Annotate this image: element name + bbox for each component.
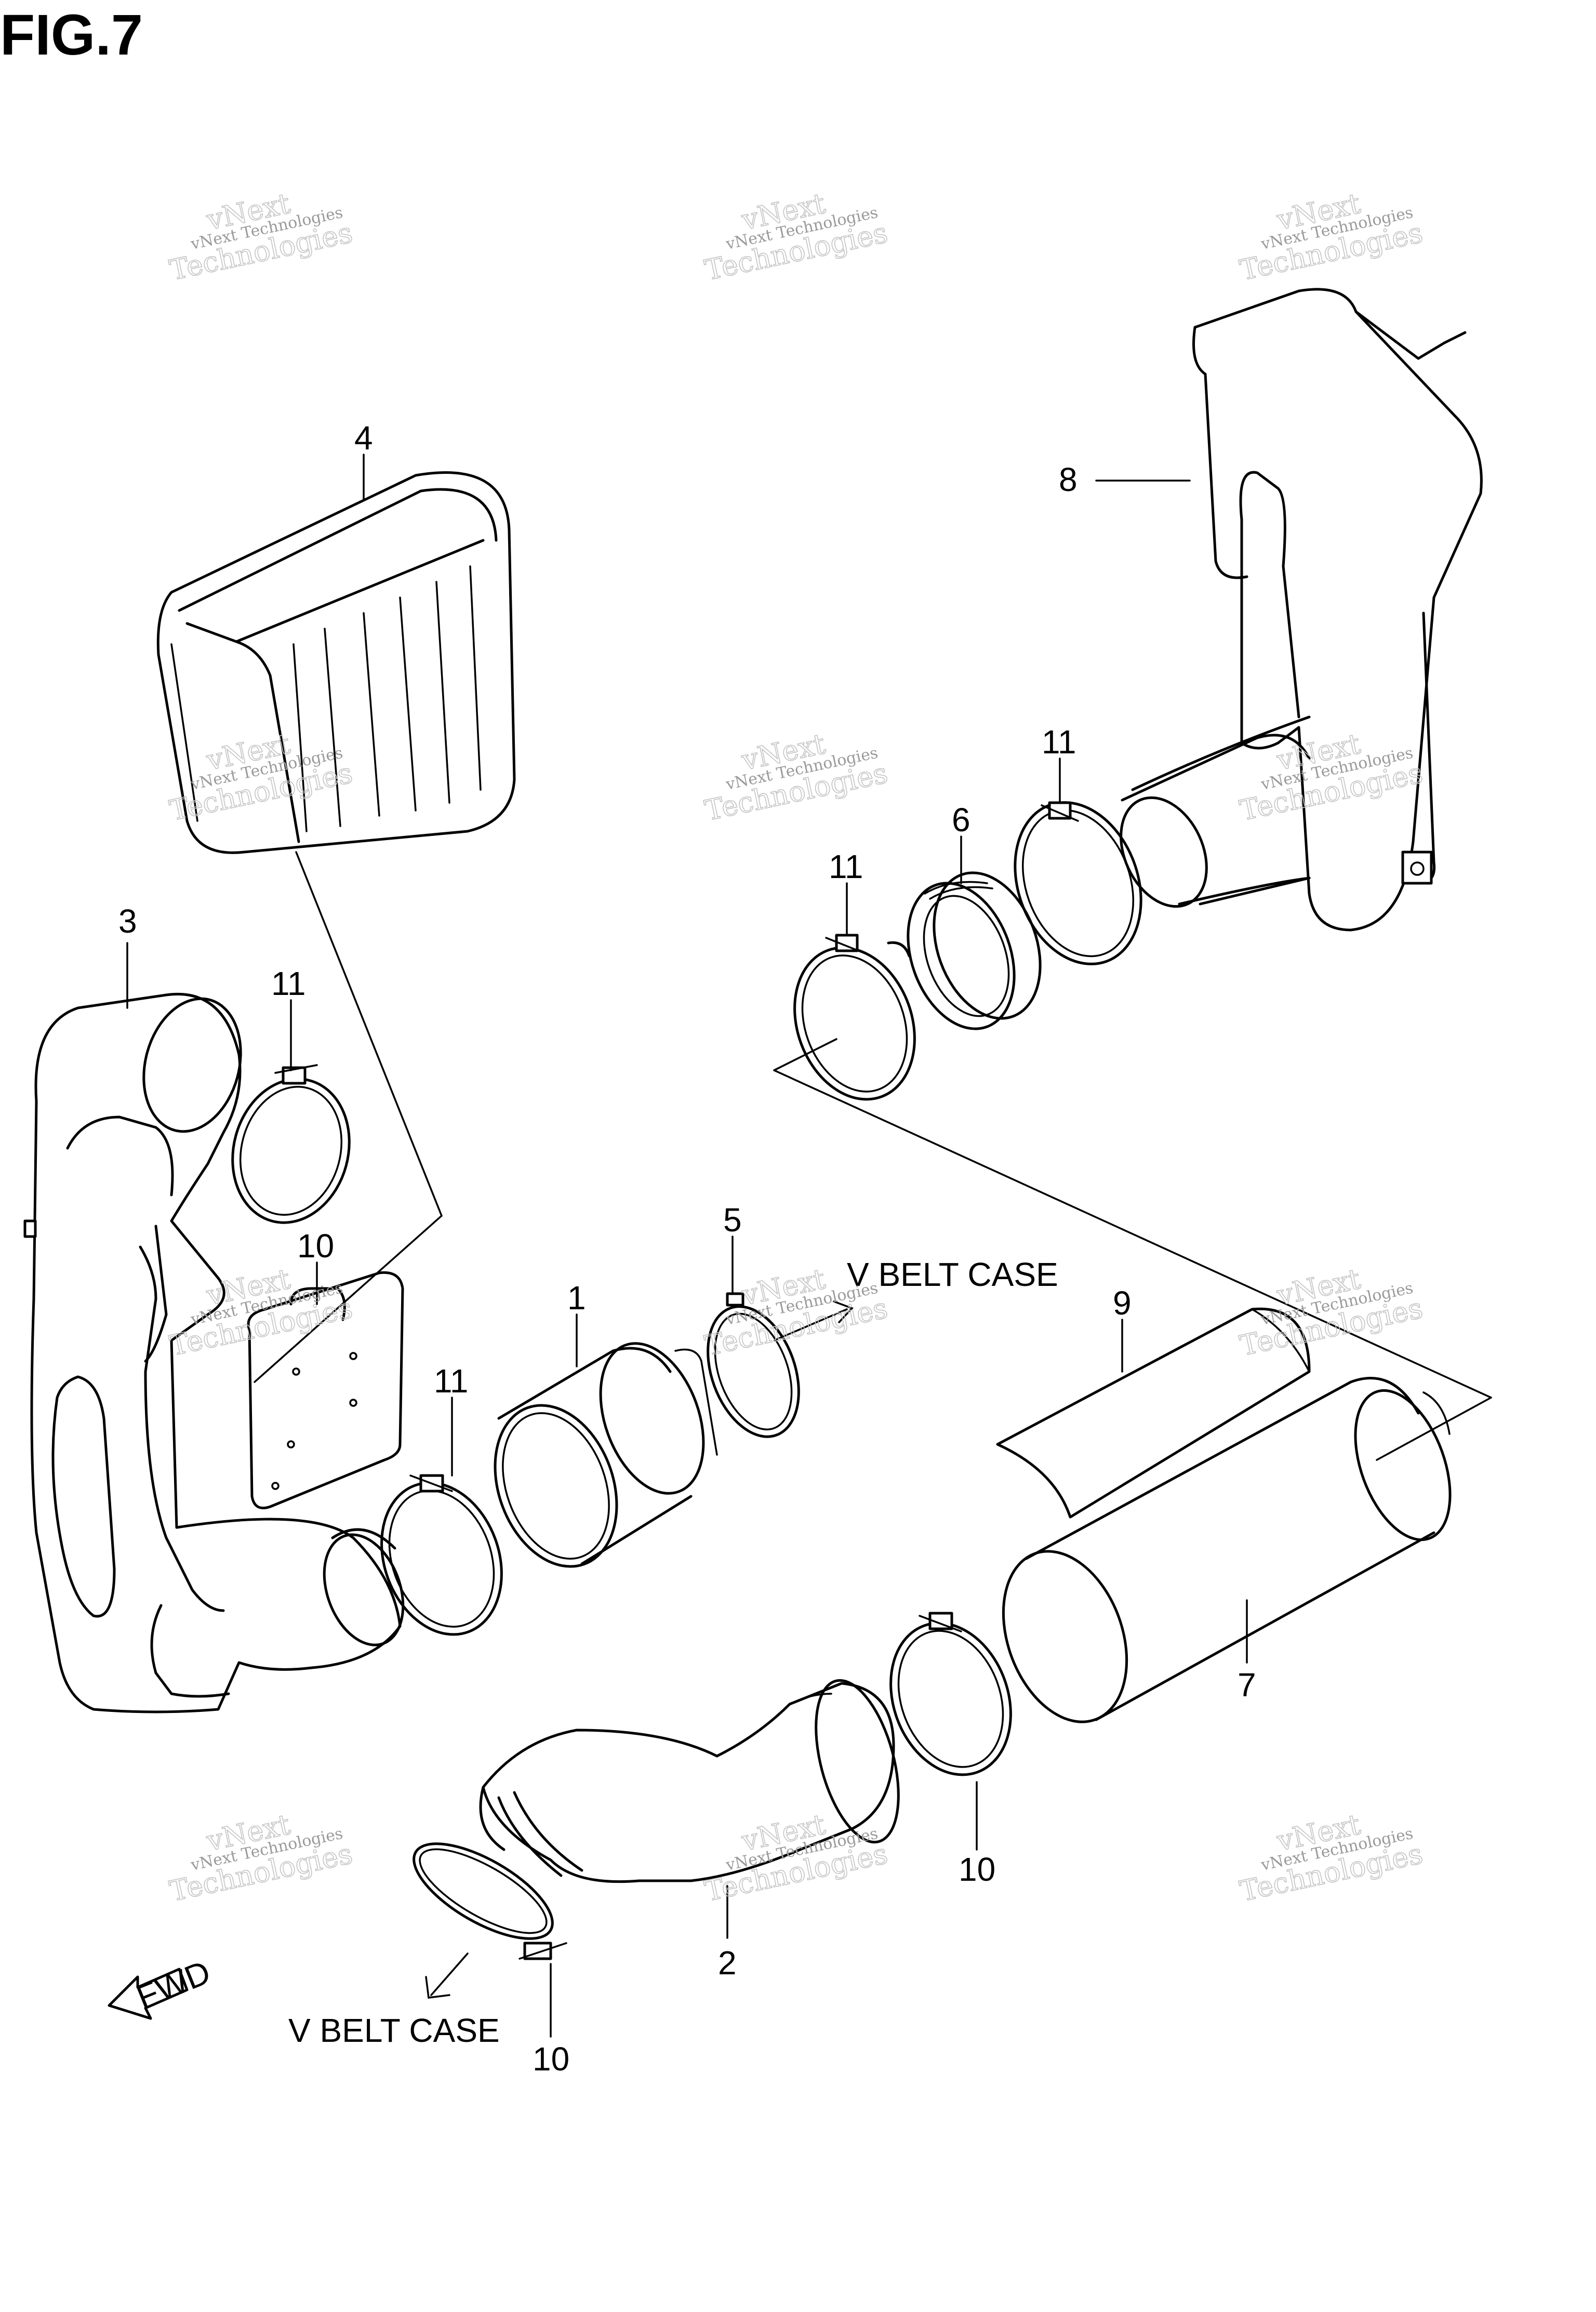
part-10-flap-left [247, 1271, 404, 1509]
part-3-intake-duct [23, 993, 405, 1713]
part-11-clamp-upper-right [1014, 801, 1142, 965]
label-part-11-left-bottom: 11 [434, 1362, 468, 1400]
label-part-10-bottom: 10 [533, 2040, 569, 2078]
label-part-5: 5 [723, 1201, 742, 1239]
label-part-1: 1 [567, 1279, 586, 1317]
label-part-9: 9 [1113, 1284, 1132, 1322]
fwd-label: FWD [131, 1953, 216, 2016]
label-part-8: 8 [1059, 461, 1078, 498]
part-6-coupling [907, 871, 1042, 1030]
part-2-elbow-duct [479, 1679, 900, 1883]
part-1-sleeve [494, 1342, 718, 1568]
part-11-clamp-left-top [231, 1064, 351, 1224]
v-belt-case-arrows [425, 1300, 854, 1999]
part-10-clamp-right [889, 1612, 1012, 1776]
label-part-4: 4 [354, 419, 373, 457]
label-part-7: 7 [1238, 1666, 1256, 1704]
figure-title: FIG.7 [0, 3, 143, 67]
fwd-arrow-icon: FWD [108, 1953, 216, 2020]
label-part-10-flap: 10 [297, 1227, 334, 1265]
label-part-2: 2 [718, 1944, 737, 1982]
leader-lines [126, 454, 1248, 2038]
label-part-3: 3 [118, 902, 137, 940]
label-part-11-upper-middle: 11 [829, 848, 863, 885]
label-part-11-upper-right: 11 [1042, 723, 1076, 761]
part-10-clamp-bottom [413, 1842, 567, 1960]
label-part-10-right: 10 [959, 1851, 995, 1888]
part-11-clamp-left-bottom [380, 1474, 503, 1636]
part-7-long-pipe [1002, 1377, 1452, 1723]
part-9-heat-shield [996, 1307, 1311, 1519]
phantom-lines [254, 851, 1492, 1461]
part-11-clamp-upper-middle [793, 934, 916, 1101]
label-part-11-left-top: 11 [271, 965, 305, 1002]
part-4-air-cleaner-box [156, 471, 516, 854]
part-8-upper-duct [1131, 288, 1483, 932]
v-belt-case-note-upper: V BELT CASE [847, 1256, 1058, 1293]
part-labels: 4 8 3 11 10 11 1 5 6 11 11 9 7 10 2 10 [118, 419, 1256, 2078]
v-belt-case-note-lower: V BELT CASE [288, 2012, 500, 2049]
label-part-6: 6 [952, 801, 970, 839]
part-5-gasket [707, 1292, 800, 1438]
